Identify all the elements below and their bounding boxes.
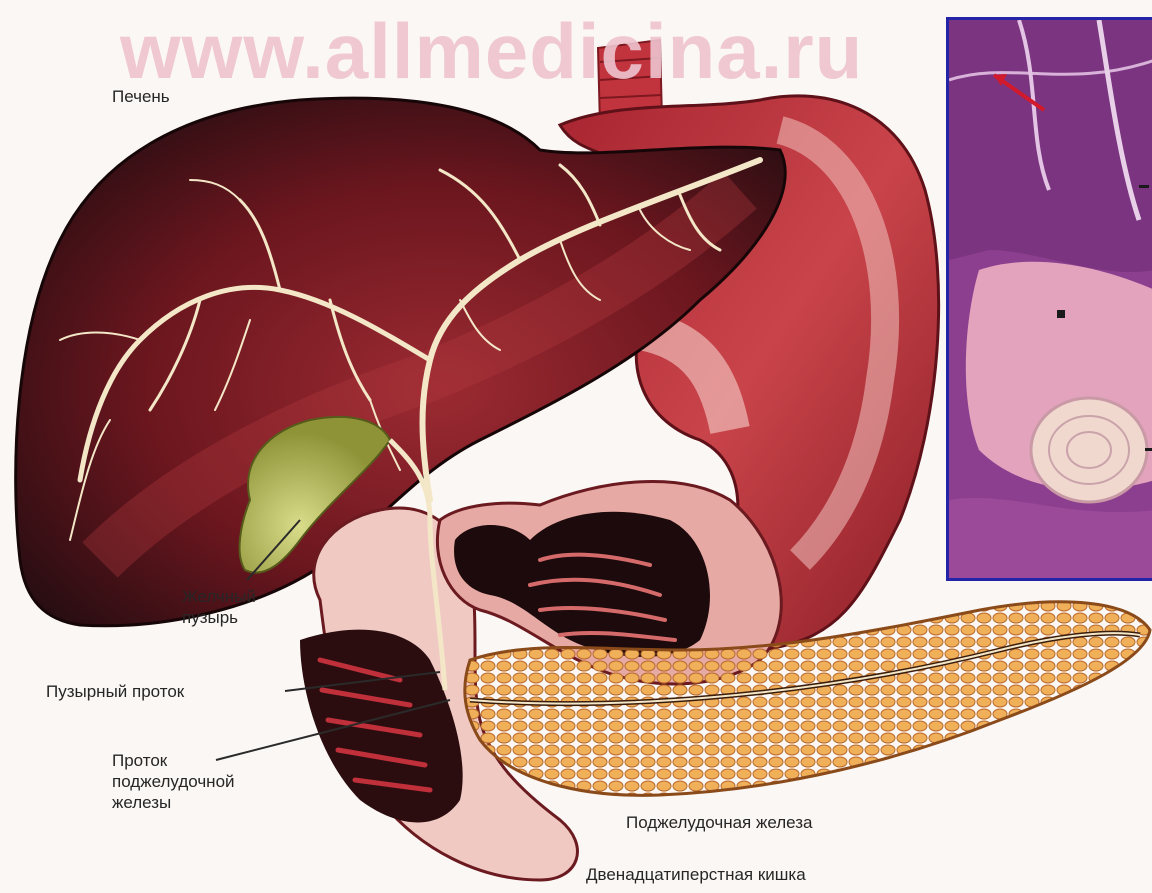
label-gallbladder: Желчный пузырь (182, 586, 256, 628)
label-pancreatic-duct-line2: поджелудочной (112, 771, 235, 792)
label-gallbladder-line2: пузырь (182, 607, 256, 628)
histology-image (949, 20, 1152, 581)
watermark: www.allmedicina.ru (120, 6, 863, 97)
label-pancreatic-duct-line1: Проток (112, 750, 235, 771)
label-pancreatic-duct: Проток поджелудочной железы (112, 750, 235, 813)
label-cystic-duct: Пузырный проток (46, 681, 184, 702)
label-gallbladder-line1: Желчный (182, 586, 256, 607)
label-liver: Печень (112, 86, 170, 107)
label-duodenum: Двенадцатиперстная кишка (586, 864, 806, 885)
label-pancreatic-duct-line3: железы (112, 792, 235, 813)
histology-inset (946, 17, 1152, 581)
label-pancreas: Поджелудочная железа (626, 812, 812, 833)
